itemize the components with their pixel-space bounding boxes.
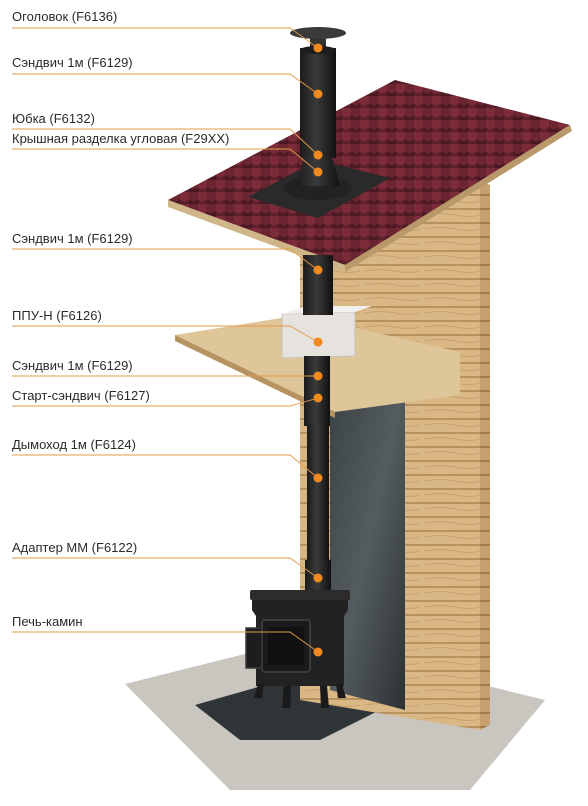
pipe-top [300, 48, 336, 158]
roof-edge-right [345, 125, 572, 272]
label-adapter: Адаптер ММ (F6122) [12, 540, 138, 555]
leader-sandwich-2 [12, 248, 319, 271]
label-sandwich-2: Сэндвич 1м (F6129) [12, 231, 133, 246]
label-sandwich-3: Сэндвич 1м (F6129) [12, 358, 133, 373]
dot-stove [313, 647, 323, 657]
label-cap: Оголовок (F6136) [12, 9, 118, 24]
leader-roof-cut [12, 148, 319, 173]
leader-stove [12, 631, 319, 653]
label-flue: Дымоход 1м (F6124) [12, 437, 136, 452]
label-start: Старт-сэндвич (F6127) [12, 388, 150, 403]
roof [168, 80, 570, 265]
leader-ppu [12, 325, 319, 343]
stove-side-door [245, 627, 263, 669]
label-ppu: ППУ-Н (F6126) [12, 308, 102, 323]
dot-sandwich-1 [313, 89, 323, 99]
label-roof-cut: Крышная разделка угловая (F29XX) [12, 131, 230, 146]
leader-skirt [12, 128, 319, 156]
ceiling-board-edge [175, 335, 335, 418]
callout-dots [313, 43, 323, 657]
wall-corner [480, 180, 490, 730]
roof-edge [168, 200, 345, 272]
stove-glass [268, 627, 304, 665]
dot-skirt [313, 150, 323, 160]
leader-cap [12, 27, 319, 49]
dot-ppu [313, 337, 323, 347]
dot-roof-cut [313, 167, 323, 177]
dot-sandwich-3 [313, 371, 323, 381]
dot-adapter [313, 573, 323, 583]
cap-top [290, 27, 346, 39]
dot-flue [313, 473, 323, 483]
ppu-box [281, 311, 356, 359]
stove-legs [254, 684, 346, 708]
pipe-lower [304, 356, 330, 426]
label-stove: Печь-камин [12, 614, 83, 629]
leader-adapter [12, 557, 319, 579]
dot-start [313, 393, 323, 403]
stove-top [250, 590, 350, 600]
label-skirt: Юбка (F6132) [12, 111, 95, 126]
dot-cap [313, 43, 323, 53]
label-sandwich-1: Сэндвич 1м (F6129) [12, 55, 133, 70]
dot-sandwich-2 [313, 265, 323, 275]
pipe-flue [307, 424, 329, 594]
leader-start [12, 397, 319, 407]
leader-lines [12, 27, 319, 653]
pipe-mid [303, 255, 333, 315]
stone-panel [330, 380, 405, 710]
leader-sandwich-1 [12, 73, 319, 95]
leader-flue [12, 454, 319, 479]
